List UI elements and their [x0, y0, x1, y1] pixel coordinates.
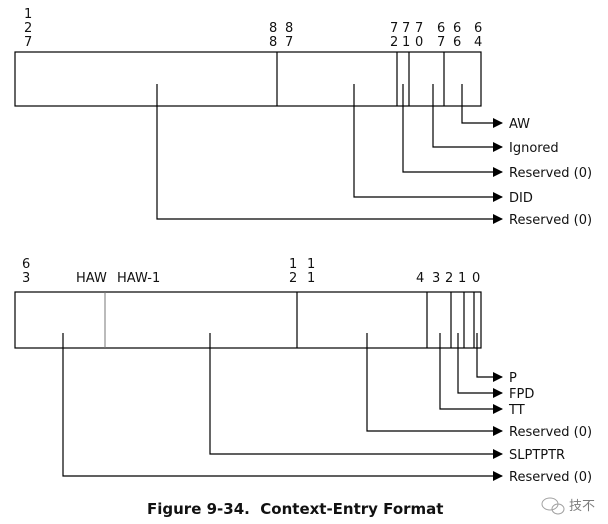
watermark-text: 技不 — [569, 499, 595, 514]
leader-tt — [439, 333, 503, 414]
upper-bit-labels: 1 2 7 8 8 8 7 7 2 7 1 7 0 — [24, 7, 486, 50]
leader-reserved-63 — [62, 333, 503, 481]
bit-haw-minus-1: HAW-1 — [117, 271, 160, 286]
lower-register-box — [14, 291, 482, 349]
bit-haw: HAW — [76, 271, 107, 286]
bit-2: 2 — [445, 271, 453, 286]
leader-p — [476, 333, 503, 382]
field-label-did: DID — [509, 191, 533, 206]
field-label-reserved-lower-2: Reserved (0) — [509, 470, 592, 485]
lower-leaders — [62, 333, 503, 481]
bit-71: 7 1 — [402, 21, 414, 50]
field-label-slptptr: SLPTPTR — [509, 448, 565, 463]
leader-reserved-127 — [156, 84, 503, 224]
field-label-ignored: Ignored — [509, 141, 559, 156]
bit-64: 6 4 — [474, 21, 486, 50]
bit-67: 6 7 — [437, 21, 449, 50]
watermark: 技不 — [541, 497, 595, 515]
bit-63: 6 3 — [22, 257, 34, 286]
field-label-p: P — [509, 371, 517, 386]
bit-11: 1 1 — [307, 257, 319, 286]
field-label-tt: TT — [508, 403, 525, 418]
bit-70: 7 0 — [415, 21, 427, 50]
upper-register-box — [14, 51, 482, 107]
upper-register: 1 2 7 8 8 8 7 7 2 7 1 7 0 — [14, 7, 592, 228]
leader-did — [353, 84, 503, 202]
leader-slptptr — [209, 333, 503, 459]
field-label-reserved-upper-1: Reserved (0) — [509, 166, 592, 181]
bit-3: 3 — [432, 271, 440, 286]
leader-fpd — [457, 333, 503, 398]
field-label-fpd: FPD — [509, 387, 534, 402]
bit-72: 7 2 — [390, 21, 402, 50]
bit-0: 0 — [472, 271, 480, 286]
figure-caption: Figure 9-34. Context-Entry Format — [147, 500, 443, 518]
field-label-aw: AW — [509, 117, 530, 132]
lower-bit-labels: 6 3 HAW HAW-1 1 2 1 1 4 3 2 1 0 — [22, 257, 480, 286]
field-label-reserved-lower-1: Reserved (0) — [509, 425, 592, 440]
upper-leaders — [156, 84, 503, 224]
bit-1: 1 — [458, 271, 466, 286]
bit-88: 8 8 — [269, 21, 281, 50]
leader-reserved-71 — [402, 84, 503, 177]
bit-66: 6 6 — [453, 21, 465, 50]
field-label-reserved-upper-2: Reserved (0) — [509, 213, 592, 228]
bit-87: 8 7 — [285, 21, 297, 50]
leader-ignored — [432, 84, 503, 152]
bit-4: 4 — [416, 271, 424, 286]
leader-reserved-11 — [366, 333, 503, 436]
bit-127: 1 2 7 — [24, 7, 36, 50]
leader-aw — [461, 84, 503, 128]
lower-register: 6 3 HAW HAW-1 1 2 1 1 4 3 2 1 0 — [14, 257, 592, 485]
wechat-icon — [541, 497, 565, 515]
bit-12: 1 2 — [289, 257, 301, 286]
